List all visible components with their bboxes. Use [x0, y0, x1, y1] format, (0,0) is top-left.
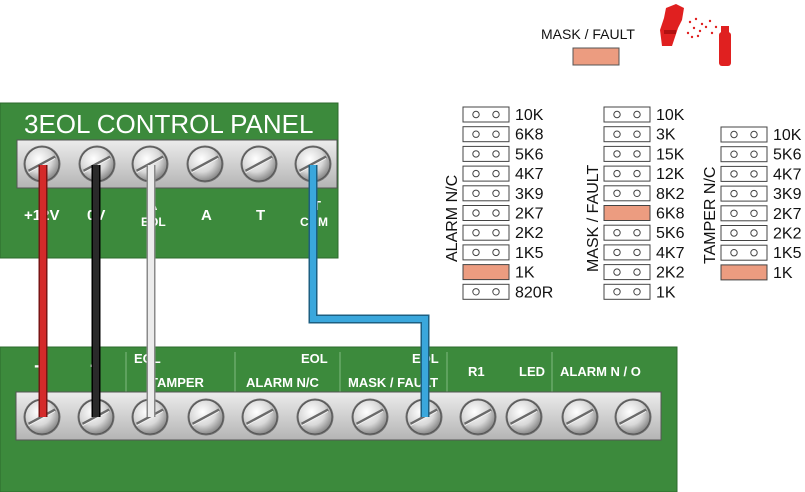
- dip-switch-value: 3K: [656, 127, 676, 144]
- board-label: ALARM N / O: [560, 364, 641, 379]
- dip-switch-row: 1K: [603, 283, 676, 301]
- dip-title-alarm: ALARM N/C: [444, 175, 461, 262]
- terminal-screw-icon: [78, 145, 116, 183]
- dip-switch-value: 1K: [515, 265, 535, 282]
- board-label: R1: [468, 364, 485, 379]
- dip-switch-value: 2K7: [515, 206, 544, 223]
- dip-switch-value: 2K2: [773, 226, 802, 243]
- terminal-screw-icon: [240, 145, 278, 183]
- dip-switch-tamper-nc: 10K 5K6 4K7 3K9 2K7 2K2 1K5 1K: [720, 126, 802, 282]
- dip-switch-row: 10K: [462, 106, 544, 124]
- board-label: TAMPER: [150, 375, 205, 390]
- dip-switch-row: 1K: [720, 264, 793, 282]
- dip-switch-row: 1K5: [462, 244, 544, 262]
- terminal-screw-icon: [296, 398, 334, 436]
- dip-switch-row: 4K7: [720, 165, 802, 183]
- dip-switch-value: 4K7: [515, 166, 544, 183]
- dip-switch-value: 3K9: [515, 186, 544, 203]
- legend-label: MASK / FAULT: [541, 26, 635, 42]
- dip-switch-value: 6K8: [515, 127, 544, 144]
- dip-switch-value: 10K: [773, 127, 802, 144]
- dip-switch-row: 2K2: [603, 264, 685, 282]
- board-label: ALARM N/C: [246, 375, 320, 390]
- dip-switch-row: 2K7: [462, 205, 544, 223]
- dip-switch-row: 2K2: [720, 225, 802, 243]
- terminal-label: T: [256, 207, 265, 224]
- dip-switch-value: 5K6: [515, 146, 544, 163]
- dip-switch-row: 10K: [603, 106, 685, 124]
- dip-switch-value: 2K2: [515, 225, 544, 242]
- dip-switch-row: 4K7: [603, 244, 685, 262]
- terminal-label: A: [201, 207, 212, 224]
- terminal-screw-icon: [561, 398, 599, 436]
- dip-switch-row: 5K6: [462, 145, 544, 163]
- dip-switch-value: 5K6: [656, 225, 685, 242]
- dip-switch-row: 1K: [462, 264, 535, 282]
- terminal-screw-icon: [294, 145, 332, 183]
- dip-switch-row: 4K7: [462, 165, 544, 183]
- dip-switch-row: 6K8: [462, 126, 544, 144]
- dip-switch-value: 820R: [515, 284, 553, 301]
- dip-switch-row: 12K: [603, 165, 685, 183]
- dip-switch-value: 2K7: [773, 206, 802, 223]
- dip-switch-alarm-nc: 10K 6K8 5K6 4K7 3K9 2K7 2K2 1K5 1K 820R: [462, 106, 553, 301]
- dip-switch-value: 1K5: [773, 245, 802, 262]
- dip-switch-value: 10K: [515, 107, 544, 124]
- dip-title-mask: MASK / FAULT: [585, 164, 602, 272]
- detector-terminal-block: [15, 391, 662, 441]
- dip-switch-row: 3K9: [462, 185, 544, 203]
- terminal-screw-icon: [186, 145, 224, 183]
- board-label: LED: [519, 364, 545, 379]
- spray-can-icon: [660, 4, 731, 66]
- legend-swatch: [572, 47, 620, 66]
- dip-switch-row: 820R: [462, 283, 553, 301]
- dip-switch-value: 2K2: [656, 265, 685, 282]
- dip-switch-row: 2K2: [462, 224, 544, 242]
- dip-switch-value: 1K: [773, 265, 793, 282]
- control-panel-terminal-block: [16, 139, 338, 189]
- wires: [38, 165, 430, 417]
- dip-switch-row: 8K2: [603, 185, 685, 203]
- control-panel-title: 3EOL CONTROL PANEL: [24, 109, 313, 139]
- dip-switch-row: 1K5: [720, 244, 802, 262]
- dip-switch-value: 8K2: [656, 186, 685, 203]
- dip-switch-row: 10K: [720, 126, 802, 144]
- dip-switch-value: 3K9: [773, 186, 802, 203]
- board-label: EOL: [301, 351, 328, 366]
- dip-switch-value: 6K8: [656, 206, 685, 223]
- terminal-screw-icon: [614, 398, 652, 436]
- dip-switch-row: 3K: [603, 126, 676, 144]
- wire-blue: [310, 165, 428, 417]
- dip-switch-row: 2K7: [720, 205, 802, 223]
- board-label: MASK / FAULT: [348, 375, 438, 390]
- terminal-screw-icon: [351, 398, 389, 436]
- dip-switch-value: 10K: [656, 107, 685, 124]
- terminal-screw-icon: [241, 398, 279, 436]
- dip-switch-value: 5K6: [773, 147, 802, 164]
- dip-switch-value: 1K5: [515, 245, 544, 262]
- dip-switch-value: 4K7: [773, 166, 802, 183]
- dip-switch-row: 3K9: [720, 185, 802, 203]
- dip-switch-row: 6K8: [603, 205, 685, 223]
- dip-switch-row: 5K6: [720, 146, 802, 164]
- dip-switch-row: 15K: [603, 145, 685, 163]
- dip-switch-value: 1K: [656, 284, 676, 301]
- dip-switch-mask-fault: 10K 3K 15K 12K 8K2 6K8 5K6 4K7 2K2 1K: [603, 106, 685, 301]
- dip-switch-value: 4K7: [656, 245, 685, 262]
- terminal-screw-icon: [187, 398, 225, 436]
- dip-switch-value: 12K: [656, 166, 685, 183]
- terminal-screw-icon: [505, 398, 543, 436]
- terminal-screw-icon: [459, 398, 497, 436]
- dip-switch-value: 15K: [656, 146, 685, 163]
- dip-title-tamper: TAMPER N/C: [702, 167, 719, 264]
- dip-switch-row: 5K6: [603, 224, 685, 242]
